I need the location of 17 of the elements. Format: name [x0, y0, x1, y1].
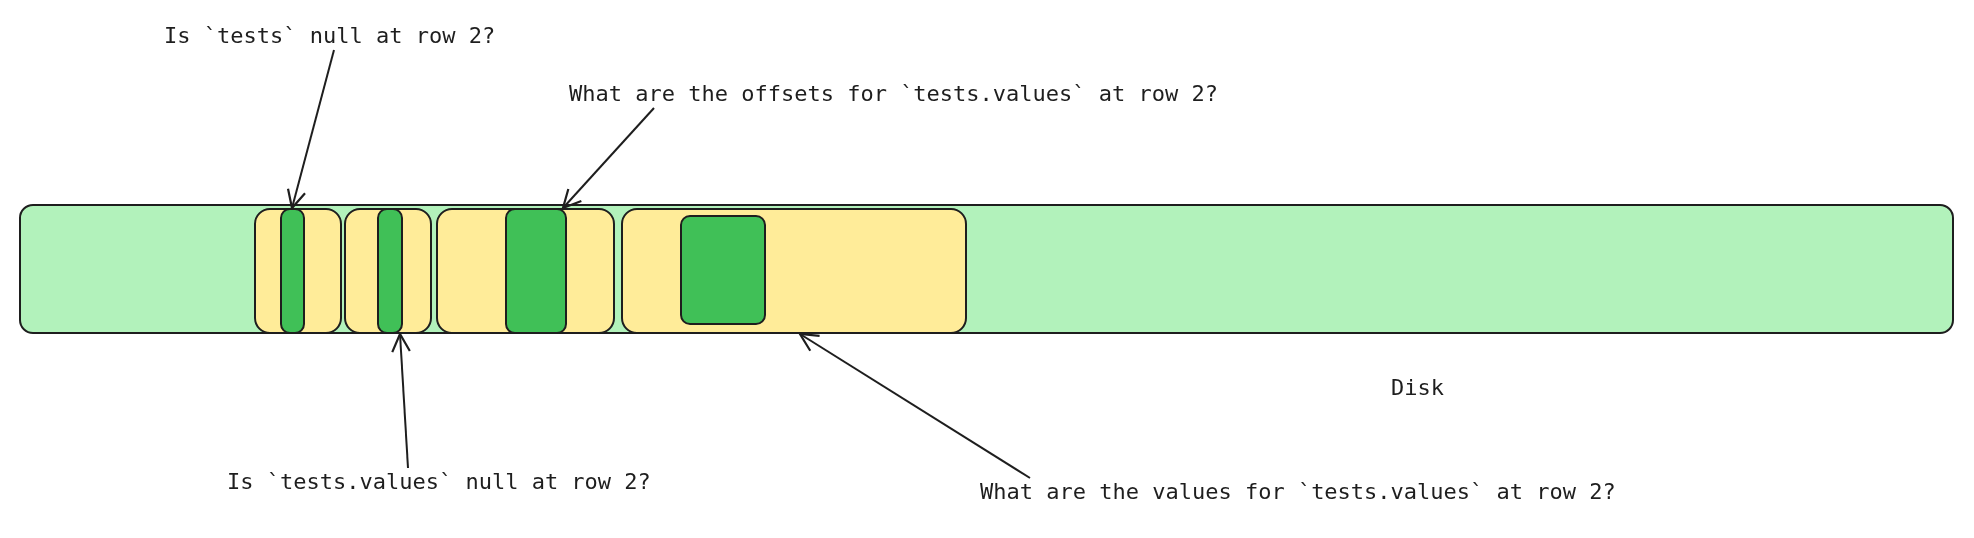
- question-text: Is `tests.values` null at row 2?: [227, 468, 651, 496]
- question-text: Is `tests` null at row 2?: [164, 22, 496, 50]
- arrow: [798, 332, 1031, 479]
- arrow: [561, 107, 655, 210]
- question-text: What are the offsets for `tests.values` at row 2?: [569, 80, 1218, 108]
- question-text: What are the values for `tests.values` at row 2?: [980, 478, 1616, 506]
- offsets-segment: [505, 208, 567, 334]
- arrow: [286, 49, 335, 210]
- column-block: [344, 208, 432, 334]
- validity-segment: [280, 208, 305, 334]
- arrow: [391, 332, 411, 469]
- values-segment: [680, 215, 766, 325]
- column-block: [254, 208, 342, 334]
- validity-segment: [377, 208, 403, 334]
- column-block: [436, 208, 615, 334]
- column-block: [621, 208, 967, 334]
- disk-label: Disk: [1391, 374, 1444, 402]
